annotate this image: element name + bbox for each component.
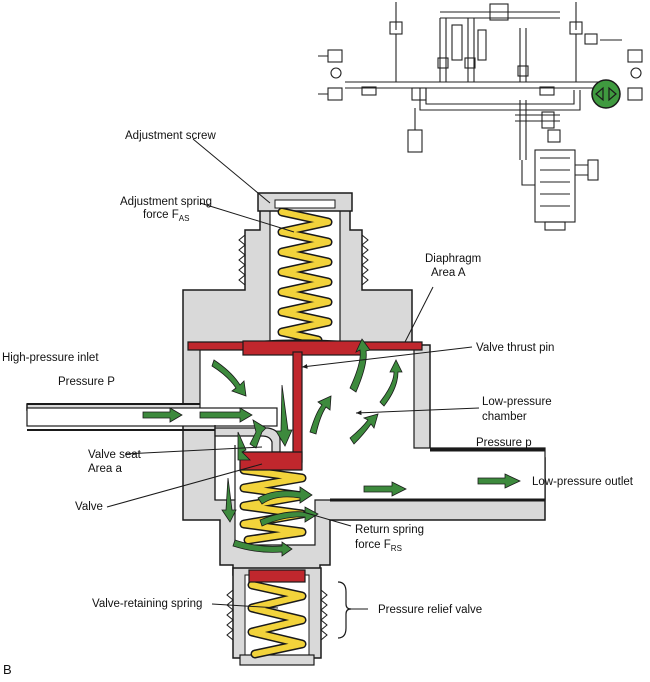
label-diaphragm: Diaphragm bbox=[425, 253, 481, 265]
figure-label: B bbox=[3, 662, 12, 677]
label-return-spring-force: force FRS bbox=[355, 539, 402, 553]
flow-arrow bbox=[349, 413, 379, 445]
flow-arrow bbox=[199, 407, 253, 423]
label-low-pressure: Low-pressure bbox=[482, 396, 552, 408]
label-valve-seat: Valve seat bbox=[88, 449, 142, 461]
valve-thrust-pin bbox=[292, 351, 303, 463]
leader-lines bbox=[106, 138, 480, 639]
label-pressure-P: Pressure P bbox=[58, 376, 115, 388]
flow-arrow bbox=[221, 477, 237, 523]
label-adjustment-screw: Adjustment screw bbox=[125, 130, 216, 142]
label-high-pressure-inlet: High-pressure inlet bbox=[2, 352, 99, 364]
label-pressure-p: Pressure p bbox=[476, 437, 532, 449]
adjustment-spring bbox=[277, 207, 333, 345]
label-diaphragm-area: Area A bbox=[431, 267, 466, 279]
flow-arrow bbox=[257, 486, 313, 505]
valve-retaining-spring bbox=[247, 580, 307, 659]
label-valve-seat-area: Area a bbox=[88, 463, 122, 475]
label-low-pressure-outlet: Low-pressure outlet bbox=[532, 476, 634, 488]
label-chamber: chamber bbox=[482, 411, 527, 423]
label-valve-thrust-pin: Valve thrust pin bbox=[476, 342, 554, 354]
machine-schematic-inset bbox=[318, 2, 643, 231]
flow-arrow bbox=[142, 407, 183, 423]
flow-arrow bbox=[211, 359, 247, 397]
flow-arrow bbox=[363, 481, 407, 497]
label-valve: Valve bbox=[75, 501, 103, 513]
label-adjustment-spring-force: force FAS bbox=[143, 209, 189, 223]
flow-arrow bbox=[349, 338, 371, 393]
label-pressure-relief-valve: Pressure relief valve bbox=[378, 604, 482, 616]
return-spring bbox=[239, 465, 307, 545]
flow-arrow bbox=[237, 431, 251, 461]
flow-arrow bbox=[309, 395, 332, 435]
label-adjustment-spring: Adjustment spring bbox=[120, 196, 212, 208]
flow-arrow bbox=[275, 384, 293, 447]
label-valve-retaining-spring: Valve-retaining spring bbox=[92, 598, 202, 610]
flow-arrow bbox=[249, 419, 267, 449]
flow-arrow bbox=[232, 539, 293, 557]
highlighted-regulator-icon bbox=[591, 79, 621, 109]
flow-arrow bbox=[477, 473, 521, 489]
flow-arrow bbox=[259, 506, 319, 527]
flow-arrow bbox=[379, 359, 403, 407]
flow-arrows bbox=[142, 338, 521, 557]
label-return-spring: Return spring bbox=[355, 524, 424, 536]
relief-valve-disc bbox=[248, 569, 306, 583]
